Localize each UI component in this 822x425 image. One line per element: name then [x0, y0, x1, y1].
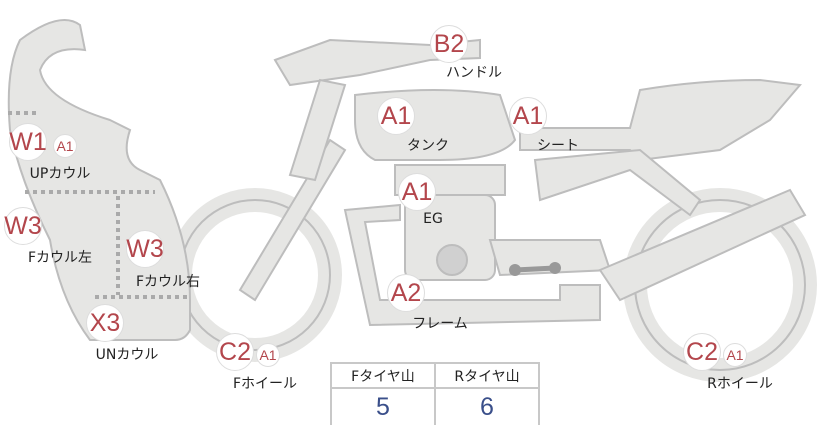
- part-label: Fホイール: [232, 376, 298, 392]
- condition-code: A1: [398, 173, 436, 211]
- part-label: Fカウル右: [135, 274, 201, 290]
- condition-code-secondary: A1: [53, 134, 77, 158]
- condition-code: A1: [509, 97, 547, 135]
- part-label: UPカウル: [29, 166, 91, 182]
- f-tire-header: Fタイヤ山: [330, 362, 436, 389]
- part-label: ハンドル: [446, 65, 502, 81]
- condition-code-secondary: A1: [723, 343, 747, 367]
- condition-code: C2: [216, 333, 254, 371]
- part-label: Rホイール: [707, 376, 773, 392]
- condition-code: W1: [9, 123, 47, 161]
- condition-code: A1: [377, 97, 415, 135]
- condition-code: W3: [4, 207, 42, 245]
- condition-code: X3: [86, 304, 124, 342]
- part-label: フレーム: [412, 316, 468, 332]
- part-label: タンク: [407, 138, 449, 154]
- part-label: Fカウル左: [27, 250, 93, 266]
- condition-code: C2: [683, 333, 721, 371]
- condition-code: A2: [387, 274, 425, 312]
- tire-tread-table: Fタイヤ山 Rタイヤ山 5 6: [330, 362, 540, 425]
- condition-code-secondary: A1: [256, 343, 280, 367]
- part-label: UNカウル: [95, 347, 159, 363]
- condition-code: W3: [126, 230, 164, 268]
- part-label: EG: [423, 211, 443, 227]
- r-tire-header: Rタイヤ山: [434, 362, 540, 389]
- f-tire-value: 5: [330, 387, 436, 425]
- condition-code: B2: [430, 25, 468, 63]
- part-label: シート: [537, 138, 579, 154]
- r-tire-value: 6: [434, 387, 540, 425]
